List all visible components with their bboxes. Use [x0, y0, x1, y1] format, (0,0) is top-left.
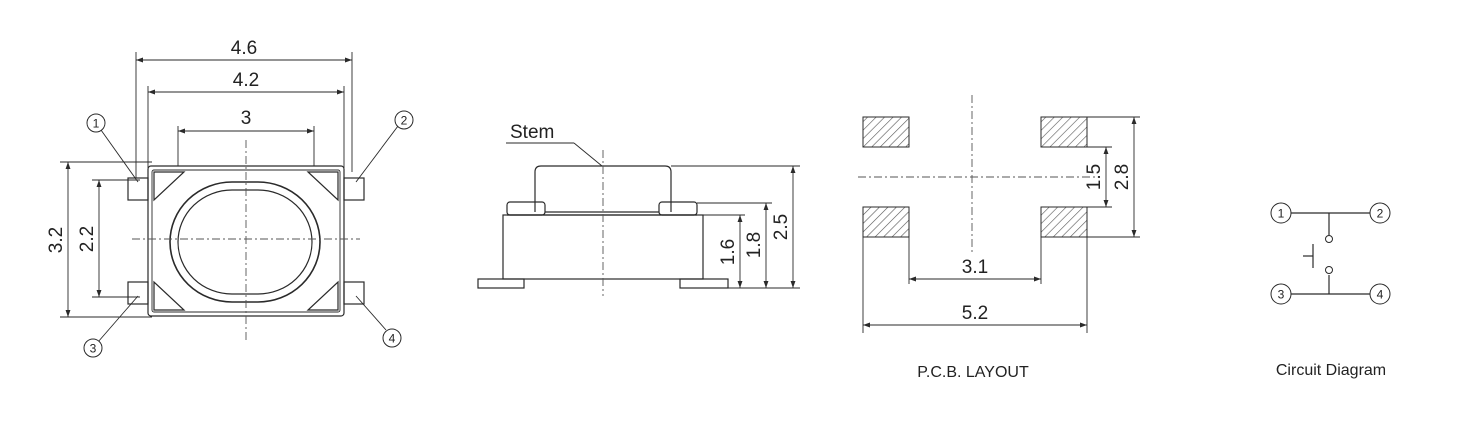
- svg-text:1.8: 1.8: [744, 232, 765, 258]
- dim-inner-height: 2.2: [77, 180, 102, 297]
- dim-pad-inner-pitch: 1.5: [1084, 147, 1109, 207]
- terminal-2: [343, 177, 365, 201]
- circuit-diagram-caption: Circuit Diagram: [1276, 362, 1386, 379]
- svg-text:3: 3: [1278, 288, 1285, 302]
- svg-text:5.2: 5.2: [962, 303, 988, 324]
- dim-body-height: 1.6: [718, 215, 743, 288]
- stem-label: Stem: [506, 122, 603, 167]
- switch-contact-bottom: [1325, 266, 1333, 274]
- pcb-layout: 1.5 2.8 3.1 5.2 P.C.B. LAYOUT: [858, 95, 1140, 381]
- svg-text:1: 1: [1278, 207, 1285, 221]
- switch-contact-top: [1325, 235, 1333, 243]
- svg-text:3: 3: [241, 108, 252, 129]
- corner-tab: [153, 280, 186, 311]
- dim-overall-width: 4.6: [136, 38, 352, 63]
- actuator-outer: [169, 181, 321, 303]
- pad-3: [862, 206, 910, 238]
- terminal-4: [343, 281, 365, 305]
- dim-button-width: 3: [178, 108, 314, 134]
- svg-text:Stem: Stem: [510, 122, 554, 143]
- cover-clip-left: [506, 201, 546, 216]
- svg-text:4: 4: [1377, 288, 1384, 302]
- dim-pad-inner-span: 3.1: [909, 257, 1041, 282]
- svg-text:1.5: 1.5: [1084, 164, 1105, 190]
- svg-text:4: 4: [389, 332, 396, 346]
- pcb-layout-caption: P.C.B. LAYOUT: [917, 364, 1029, 381]
- svg-text:2.2: 2.2: [77, 226, 98, 252]
- dim-pad-outer-height: 2.8: [1112, 117, 1137, 237]
- corner-tab: [306, 280, 339, 311]
- circuit-pin-4: 4: [1369, 283, 1391, 305]
- dim-pad-outer-span: 5.2: [863, 303, 1087, 328]
- svg-text:2.8: 2.8: [1112, 164, 1133, 190]
- pad-1: [862, 116, 910, 148]
- terminal-3: [127, 281, 149, 305]
- svg-text:2.5: 2.5: [771, 214, 792, 240]
- side-view: Stem 1.6 1.8 2.5: [477, 122, 800, 296]
- circuit-diagram: 1 2 3 4 Circuit Diagram: [1270, 202, 1391, 379]
- dim-overall-height: 3.2: [46, 162, 71, 317]
- circuit-pin-2: 2: [1369, 202, 1391, 224]
- svg-text:2: 2: [1377, 207, 1384, 221]
- actuator-inner: [177, 189, 313, 295]
- svg-text:3.2: 3.2: [46, 227, 67, 253]
- pin-label-4: 4: [382, 328, 402, 348]
- cover-clip-right: [658, 201, 698, 216]
- corner-tab: [153, 171, 186, 202]
- dim-body-width: 4.2: [148, 70, 344, 95]
- pad-2: [1040, 116, 1088, 148]
- top-view: 4.6 4.2 3 3.2 2.2: [46, 38, 414, 358]
- svg-text:2: 2: [401, 114, 408, 128]
- circuit-pin-3: 3: [1270, 283, 1292, 305]
- svg-text:1.6: 1.6: [718, 239, 739, 265]
- circuit-pin-1: 1: [1270, 202, 1292, 224]
- lead-right: [679, 278, 729, 289]
- svg-text:1: 1: [93, 117, 100, 131]
- pin-label-1: 1: [86, 113, 106, 133]
- pin-label-3: 3: [83, 338, 103, 358]
- pad-4: [1040, 206, 1088, 238]
- corner-tab: [306, 171, 339, 202]
- terminal-1: [127, 177, 149, 201]
- svg-text:3: 3: [90, 342, 97, 356]
- lead-left: [477, 278, 525, 289]
- svg-text:4.6: 4.6: [231, 38, 257, 59]
- pin-label-2: 2: [394, 110, 414, 130]
- dim-total-height: 2.5: [771, 166, 796, 288]
- dim-cap-height: 1.8: [744, 203, 769, 288]
- svg-text:4.2: 4.2: [233, 70, 259, 91]
- svg-text:3.1: 3.1: [962, 257, 988, 278]
